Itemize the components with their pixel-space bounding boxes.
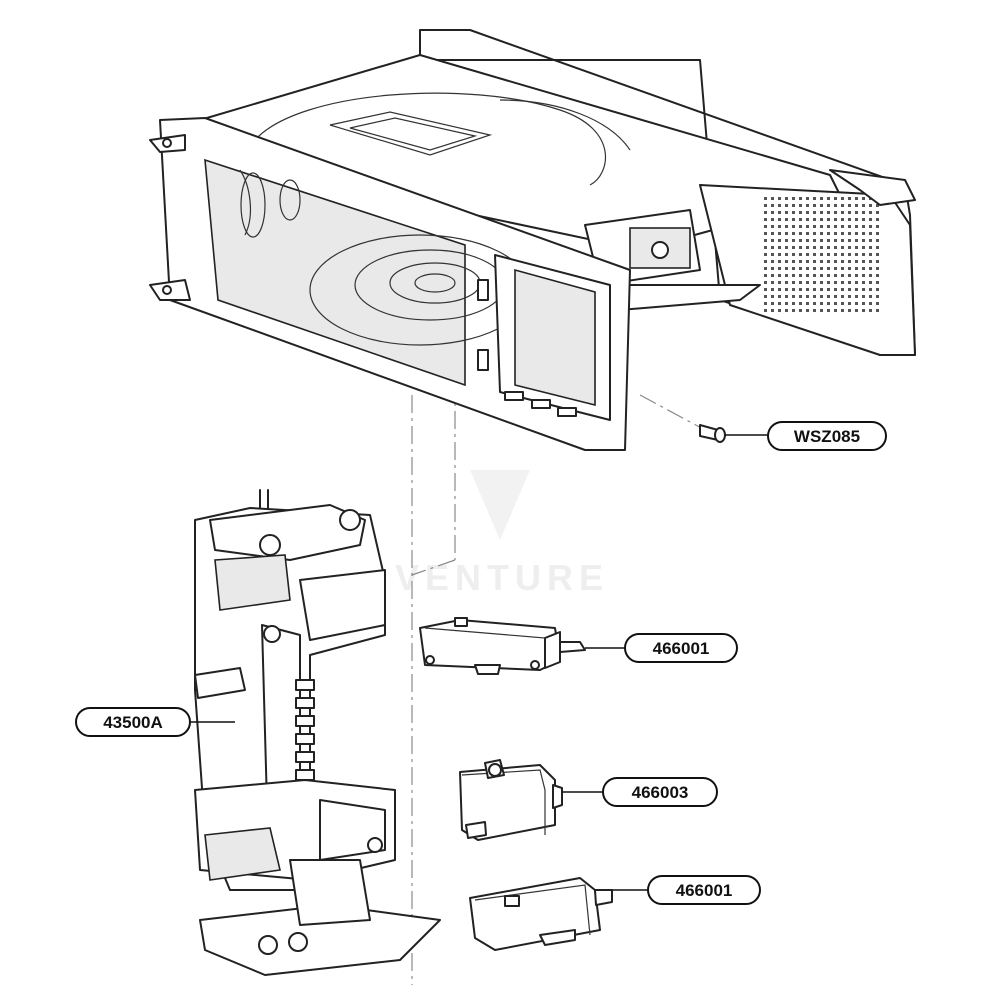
label-466001-top: 466001: [653, 639, 710, 658]
label-wsz085: WSZ085: [794, 427, 860, 446]
interlock-switch-bottom: [469, 877, 613, 951]
callout-466003: 466003: [602, 777, 718, 807]
screw: [699, 424, 726, 443]
leader-lines: [190, 434, 770, 891]
latch-board: [194, 489, 441, 976]
watermark-text: VENTURE: [395, 557, 609, 598]
callout-43500a: 43500A: [75, 707, 191, 737]
label-466001-bottom: 466001: [676, 881, 733, 900]
interlock-switch-top: [419, 617, 586, 675]
callout-wsz085: WSZ085: [767, 421, 887, 451]
latch-teeth: [295, 679, 315, 781]
vent-holes: [760, 195, 880, 315]
label-43500a: 43500A: [103, 713, 163, 732]
watermark: VENTURE: [395, 470, 609, 598]
interlock-switch-middle: [459, 759, 563, 841]
assembly-guide-lines: [411, 380, 706, 985]
label-466003: 466003: [632, 783, 689, 802]
callout-466001-top: 466001: [624, 633, 738, 663]
microwave-cavity-assembly: [149, 29, 916, 451]
callout-466001-bottom: 466001: [647, 875, 761, 905]
